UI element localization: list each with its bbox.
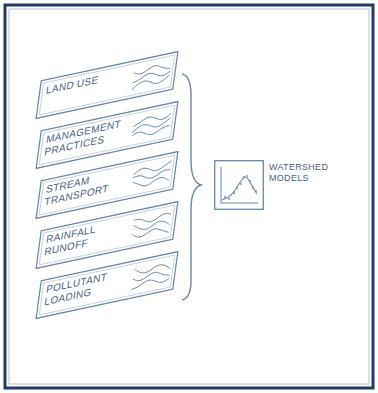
- chart-icon: [214, 160, 264, 210]
- map-doodle: [133, 112, 171, 126]
- chart-dot: [224, 196, 226, 198]
- chart-dot: [249, 180, 251, 182]
- chart-dot: [246, 175, 248, 177]
- map-doodle: [134, 212, 172, 225]
- chart-curve: [222, 177, 257, 200]
- chart-dot: [255, 190, 257, 192]
- map-doodle: [132, 226, 170, 240]
- model-chart-box: WATERSHED MODELS: [214, 160, 264, 210]
- map-doodle: [133, 69, 171, 83]
- map-doodle: [133, 118, 171, 133]
- map-doodle: [133, 169, 171, 182]
- chart-dot: [233, 192, 235, 194]
- map-doodle: [132, 125, 170, 138]
- map-doodle: [133, 261, 171, 276]
- sheet-border: [36, 252, 178, 319]
- map-doodle: [134, 161, 172, 176]
- curly-brace: [182, 74, 201, 300]
- chart-axes: [221, 167, 258, 203]
- chart-dot: [236, 187, 238, 189]
- chart-dot: [228, 198, 230, 200]
- chart-dot: [252, 187, 254, 189]
- chart-dot: [240, 183, 242, 185]
- chart-dot: [243, 176, 245, 178]
- map-doodle: [132, 276, 170, 290]
- chart-border: [215, 161, 264, 210]
- inner-frame: [9, 9, 369, 384]
- map-doodle: [132, 174, 170, 189]
- map-doodle: [132, 75, 170, 90]
- outer-frame: [5, 5, 373, 388]
- model-label: WATERSHED MODELS: [269, 162, 335, 184]
